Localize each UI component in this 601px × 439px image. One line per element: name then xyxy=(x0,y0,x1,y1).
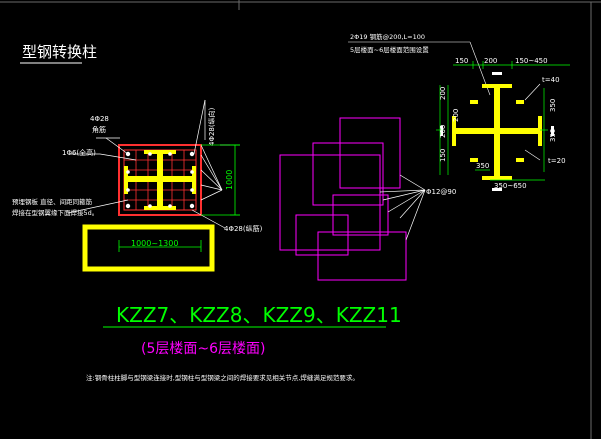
steel-shape xyxy=(452,84,542,180)
dim-left-2: 200 xyxy=(452,109,460,122)
steel-leaders xyxy=(524,83,541,161)
stirrup-label: 1Φ6(全高) xyxy=(62,148,96,157)
stirrup-box-1 xyxy=(339,117,401,189)
stirrup-box-3 xyxy=(279,154,381,251)
stirrup-leaders xyxy=(379,174,426,241)
rebar-corner-sub-label: 角筋 xyxy=(92,125,106,134)
rebar-dots xyxy=(125,151,195,209)
dimension-height-label: 1000 xyxy=(225,170,234,190)
column-section: 4Φ28 角筋 4Φ28(纵向) 1Φ6(全高) 预埋钢板 直径、间距同箍筋 焊… xyxy=(12,99,263,272)
stirrup-detail-label: Φ12@90 xyxy=(426,188,456,196)
steel-cross xyxy=(124,150,196,210)
drawing-title: 型钢转换柱 xyxy=(22,43,97,61)
floor-range: (5层楼面~6层楼面) xyxy=(141,341,265,357)
dimension-width-label: 1000~1300 xyxy=(131,239,178,248)
column-outline xyxy=(118,144,202,216)
steel-studs xyxy=(440,72,554,191)
footnote: 注:钢骨柱柱脚与型钢梁连接时,型钢柱与型钢梁之间的焊接要求见相关节点,焊缝满足规… xyxy=(86,373,359,382)
dim-left-1: 200 xyxy=(439,87,447,100)
dim-top-1: 150 xyxy=(455,57,468,65)
dim-right-1: 350 xyxy=(549,99,557,112)
dim-t20: t=20 xyxy=(548,157,566,165)
dim-right-2: 350 xyxy=(549,129,557,142)
steel-section: 2Φ19 钢筋@200,L=100 5层楼面~6层楼面范围设置 xyxy=(348,32,570,191)
note-left-line2: 焊接在型钢翼缘下面焊接5d。 xyxy=(12,208,98,217)
dim-left-4: 200 xyxy=(439,125,447,138)
note-left-line1: 预埋钢板 直径、间距同箍筋 xyxy=(12,197,93,206)
highlight-box xyxy=(82,224,215,272)
stirrup-box-6 xyxy=(295,214,349,256)
rebar-side-right-label: 4Φ28(纵向) xyxy=(207,107,216,146)
steel-note-2: 5层楼面~6层楼面范围设置 xyxy=(350,45,429,54)
stirrup-detail xyxy=(279,117,407,281)
leader-lines xyxy=(67,99,240,229)
dim-top-3: 150~450 xyxy=(515,57,548,65)
dim-bottom-2: 350~650 xyxy=(494,182,527,190)
stirrup-box-5 xyxy=(317,231,407,281)
dim-left-3: 150 xyxy=(439,149,447,162)
dimension-vertical xyxy=(201,144,240,216)
rebar-corner-label: 4Φ28 xyxy=(90,115,109,123)
dimension-horizontal xyxy=(118,240,202,252)
stirrup-box-2 xyxy=(312,142,384,206)
dim-t40: t=40 xyxy=(542,76,560,84)
dim-bottom-1: 350 xyxy=(476,162,489,170)
dim-top-2: 200 xyxy=(484,57,497,65)
steel-note-1: 2Φ19 钢筋@200,L=100 xyxy=(350,32,425,41)
steel-dimensions xyxy=(436,61,570,181)
rebar-bottom-label: 4Φ28(纵筋) xyxy=(224,224,263,233)
column-ids: KZZ7、KZZ8、KZZ9、KZZ11 xyxy=(116,303,402,327)
